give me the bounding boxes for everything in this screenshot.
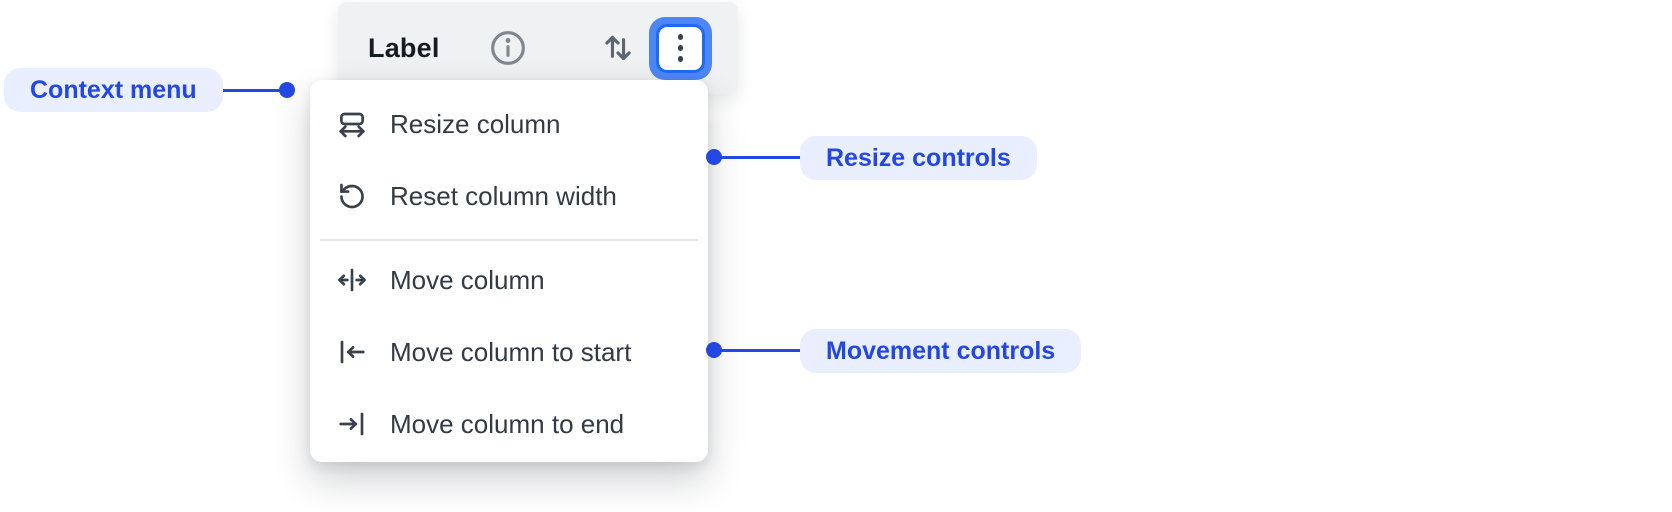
- resize-controls-leader-dot: [706, 149, 722, 165]
- sort-icon[interactable]: [600, 30, 636, 66]
- menu-item-label: Reset column width: [390, 180, 617, 211]
- annotation-resize-controls: Resize controls: [800, 136, 1037, 180]
- more-options-button[interactable]: [649, 16, 712, 80]
- resize-column-icon: [336, 108, 368, 140]
- menu-divider: [320, 239, 698, 241]
- info-icon[interactable]: [488, 28, 528, 68]
- menu-item-move-column-to-start[interactable]: Move column to start: [310, 316, 708, 388]
- menu-item-label: Move column to end: [390, 408, 625, 439]
- annotation-context-menu: Context menu: [4, 68, 223, 112]
- context-menu-leader-dot: [279, 82, 295, 98]
- resize-controls-leader-line: [714, 156, 802, 159]
- move-column-to-end-icon: [336, 408, 368, 440]
- menu-item-resize-column[interactable]: Resize column: [310, 88, 708, 160]
- annotation-label: Resize controls: [826, 143, 1011, 172]
- move-column-icon: [336, 264, 368, 296]
- move-column-to-start-icon: [336, 336, 368, 368]
- menu-item-label: Resize column: [390, 108, 561, 139]
- menu-item-reset-column-width[interactable]: Reset column width: [310, 160, 708, 232]
- reset-column-width-icon: [336, 180, 368, 212]
- movement-controls-leader-line: [714, 349, 802, 352]
- annotation-label: Context menu: [30, 75, 197, 104]
- annotation-movement-controls: Movement controls: [800, 329, 1082, 373]
- menu-item-label: Move column: [390, 264, 545, 295]
- column-header-label: Label: [368, 32, 440, 63]
- menu-item-label: Move column to start: [390, 336, 632, 367]
- menu-item-move-column[interactable]: Move column: [310, 244, 708, 316]
- menu-item-move-column-to-end[interactable]: Move column to end: [310, 388, 708, 460]
- context-menu: Resize column Reset column width: [310, 80, 708, 462]
- annotation-label: Movement controls: [826, 336, 1056, 365]
- table-column-header: Label: [338, 2, 738, 94]
- context-menu-leader-line: [198, 89, 280, 92]
- kebab-menu-icon: [656, 23, 705, 73]
- movement-controls-leader-dot: [706, 342, 722, 358]
